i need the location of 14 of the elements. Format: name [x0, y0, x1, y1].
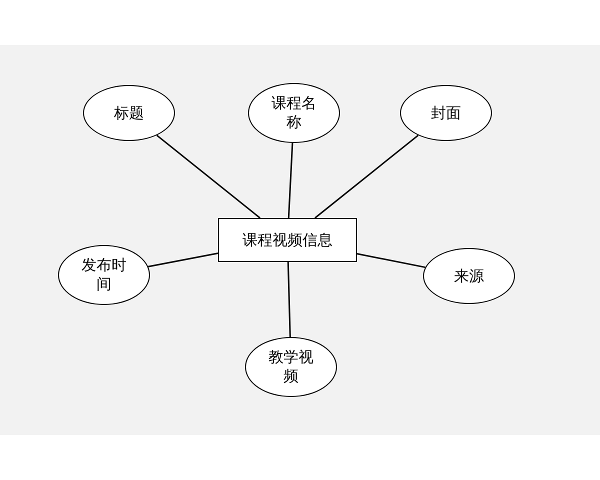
attribute-label: 封面: [431, 104, 461, 122]
connector-line: [314, 134, 419, 219]
connector-line: [288, 142, 294, 218]
attribute-label: 教学视频: [268, 348, 314, 386]
attribute-label: 标题: [114, 104, 144, 122]
attribute-label: 课程名称: [270, 94, 318, 132]
entity-label: 课程视频信息: [242, 230, 332, 250]
attribute-label: 发布时间: [80, 256, 128, 294]
attribute-label: 来源: [454, 266, 484, 286]
connector-line: [156, 134, 261, 219]
entity-box: [218, 218, 357, 262]
connector-line: [287, 262, 291, 338]
connector-line: [148, 252, 218, 268]
connector-line: [356, 253, 426, 268]
